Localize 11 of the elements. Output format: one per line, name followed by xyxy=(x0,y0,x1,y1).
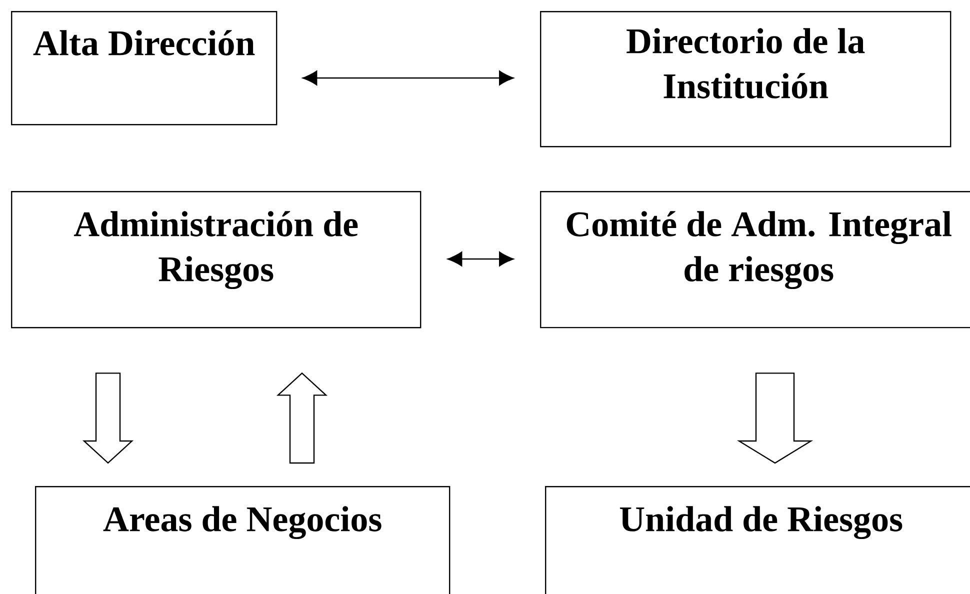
block-arrow xyxy=(82,372,134,464)
org-box: Areas de Negocios xyxy=(35,486,450,594)
double-arrow xyxy=(448,252,514,266)
org-box: Directorio de la Institución xyxy=(540,11,952,148)
double-arrow xyxy=(302,70,514,86)
org-box: Administración de Riesgos xyxy=(11,191,422,328)
block-arrow xyxy=(736,372,814,464)
org-box: Alta Dirección xyxy=(11,11,278,126)
org-box: Comité de Adm. Integral de riesgos xyxy=(540,191,970,328)
block-arrow xyxy=(276,372,328,464)
org-box: Unidad de Riesgos xyxy=(545,486,970,594)
